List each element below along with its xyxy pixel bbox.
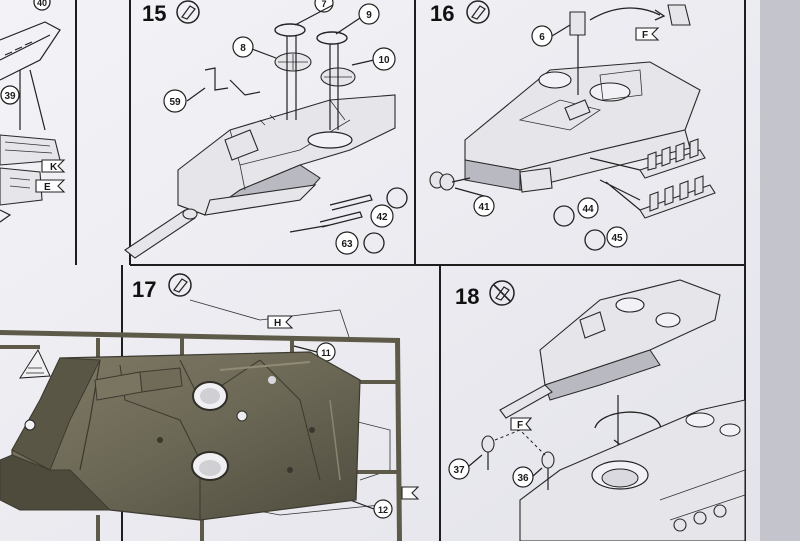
callout-37: 37: [453, 465, 465, 476]
step-17-glue-icon: [168, 273, 192, 297]
callout-11: 11: [321, 348, 331, 358]
marker-f-step18: F: [517, 420, 523, 431]
callout-12: 12: [378, 505, 388, 515]
callout-7: 7: [321, 0, 326, 9]
callout-6: 6: [539, 32, 545, 43]
callout-39-circle: [0, 85, 20, 105]
step-18-turret-and-hull-drawing: [481, 279, 746, 541]
step-16-number: 16: [430, 1, 454, 26]
callout-63: 63: [341, 239, 353, 250]
callout-44: 44: [582, 204, 594, 215]
callout-39: 39: [4, 91, 16, 102]
callout-10: 10: [378, 55, 390, 66]
step-16-glue-icon: [466, 0, 490, 24]
page-edge: [760, 0, 800, 541]
callout-59: 59: [169, 97, 181, 108]
step-18-callouts: [448, 454, 543, 488]
marker-e-flag: [35, 179, 66, 193]
callout-41: 41: [478, 202, 490, 213]
step-17-number: 17: [132, 277, 156, 302]
marker-f-flag-step18: [510, 417, 533, 431]
step-16-callouts: [454, 24, 628, 251]
callout-40-circle: [33, 0, 51, 11]
step-17-background-drawing: [189, 299, 420, 519]
marker-e: E: [44, 182, 51, 193]
callout-9: 9: [366, 10, 372, 21]
step-15-glue-icon: [176, 0, 200, 24]
callout-8: 8: [240, 43, 246, 54]
callout-45: 45: [611, 233, 623, 244]
turret-plastic-part: [0, 351, 361, 521]
left-strip-drawing: [0, 0, 66, 223]
callout-40: 40: [37, 0, 47, 8]
step-18-number: 18: [455, 284, 479, 309]
marker-h: H: [274, 318, 281, 329]
step-15-callouts: [163, 0, 408, 255]
marker-f-flag: [635, 27, 660, 41]
step-18-no-glue-icon: [489, 280, 515, 306]
step-16-hull-drawing: [429, 4, 716, 219]
plastic-sprue: [0, 330, 402, 541]
step-15-turret-drawing: [124, 23, 396, 259]
marker-f-step16: F: [642, 30, 648, 41]
callout-42: 42: [376, 212, 388, 223]
marker-k-flag: [41, 159, 66, 173]
step-15-number: 15: [142, 1, 166, 26]
marker-k: K: [50, 162, 58, 173]
small-part-left: [19, 348, 51, 431]
marker-h-flag: [267, 315, 294, 329]
callout-36: 36: [517, 473, 529, 484]
